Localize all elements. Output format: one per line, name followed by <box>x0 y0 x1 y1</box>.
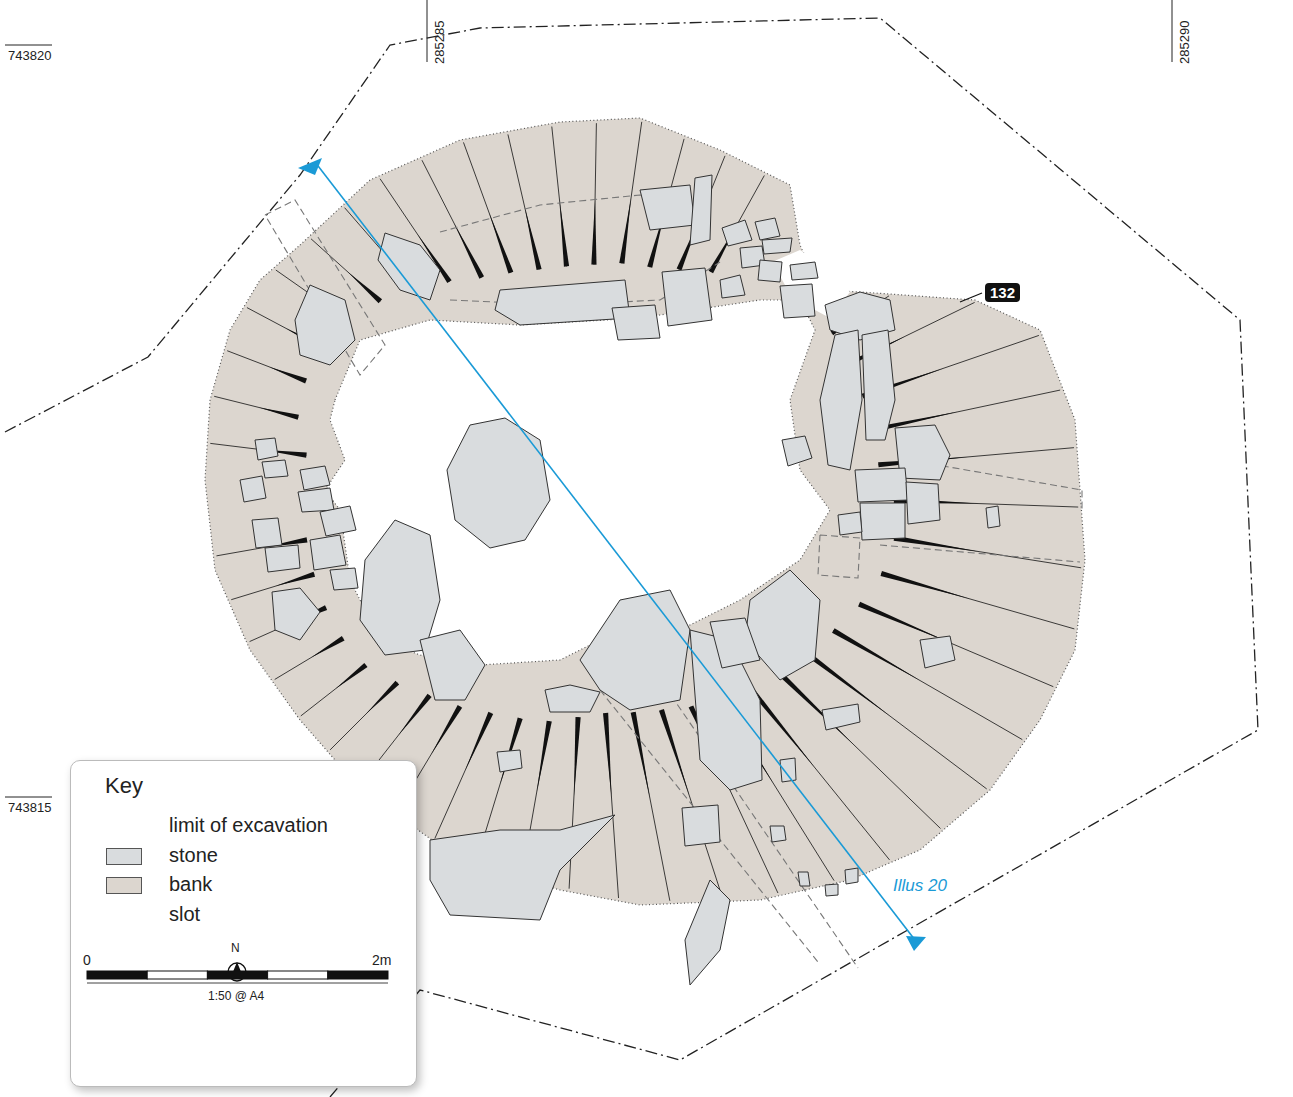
stone <box>310 535 346 570</box>
grid-tick <box>1172 0 1173 62</box>
stone <box>330 568 358 590</box>
stone <box>272 588 320 640</box>
stone <box>780 758 796 782</box>
legend-text: stone <box>169 844 218 867</box>
grid-tick <box>5 45 52 46</box>
stone <box>447 418 550 548</box>
stone <box>780 284 815 318</box>
grid-tick <box>5 797 52 798</box>
stone <box>920 636 955 668</box>
legend-text: bank <box>169 873 212 896</box>
stone <box>240 476 266 502</box>
grid-coordinate: 285285 <box>433 21 447 64</box>
stone <box>612 305 660 340</box>
slot-outline <box>880 545 1080 562</box>
legend-panel: limit of excavation stone bank slot <box>70 760 417 1087</box>
stone <box>720 275 745 298</box>
north-label: N <box>231 942 240 955</box>
stone <box>722 220 752 246</box>
stone <box>782 436 812 466</box>
legend-row: bank <box>106 873 406 897</box>
grid-coordinate: 285290 <box>1178 21 1192 64</box>
scale-ratio: 1:50 @ A4 <box>208 990 264 1003</box>
stone <box>495 280 630 325</box>
excavation-limit <box>5 18 1258 1097</box>
stone <box>497 750 522 772</box>
section-label: Illus 20 <box>893 877 947 896</box>
stone <box>825 884 838 896</box>
stone <box>860 503 905 540</box>
stone <box>262 460 288 478</box>
stone <box>755 218 780 240</box>
legend-title: Key <box>105 774 143 798</box>
scale-label: 0 <box>83 953 91 968</box>
stone <box>862 330 895 440</box>
legend-text: limit of excavation <box>169 814 328 837</box>
stone <box>745 570 820 680</box>
stone <box>295 285 355 365</box>
stone <box>838 512 862 535</box>
legend-row: stone <box>106 844 406 868</box>
stone <box>640 185 695 230</box>
section-arrow <box>906 936 926 951</box>
stone <box>986 506 1000 528</box>
callout-number: 132 <box>990 284 1015 301</box>
legend-row: slot <box>106 903 406 927</box>
stone <box>360 520 440 655</box>
stone <box>298 488 334 512</box>
legend-text: slot <box>169 903 200 926</box>
stone <box>685 880 730 985</box>
stone <box>820 330 862 470</box>
callout-box: 132 <box>985 283 1020 302</box>
stone <box>845 868 858 884</box>
slot-outline <box>265 200 385 375</box>
stone <box>255 438 278 460</box>
stone <box>378 233 440 300</box>
stone <box>710 618 760 668</box>
stone <box>798 872 810 886</box>
stone <box>790 262 818 280</box>
stone <box>690 175 712 245</box>
stone <box>758 260 782 282</box>
stone <box>906 482 940 524</box>
grid-tick <box>427 0 428 62</box>
stone <box>682 805 720 846</box>
stone <box>762 238 792 254</box>
stone <box>252 518 282 548</box>
scale-label: 2m <box>372 953 391 968</box>
stone <box>822 704 860 730</box>
legend-swatch <box>106 877 142 894</box>
slot-outline <box>818 535 860 578</box>
stone <box>420 630 485 700</box>
stone <box>430 815 615 920</box>
stone <box>320 506 356 536</box>
leader-line <box>960 293 982 302</box>
section-arrow <box>298 158 322 175</box>
grid-coordinate: 743815 <box>8 801 51 815</box>
legend-swatch <box>106 848 142 865</box>
stone <box>545 685 600 712</box>
stone <box>265 545 300 572</box>
stone <box>662 268 712 326</box>
stone <box>300 466 330 490</box>
legend-row: limit of excavation <box>106 814 406 838</box>
stone <box>855 468 908 502</box>
grid-coordinate: 743820 <box>8 49 51 63</box>
stone <box>770 826 786 842</box>
